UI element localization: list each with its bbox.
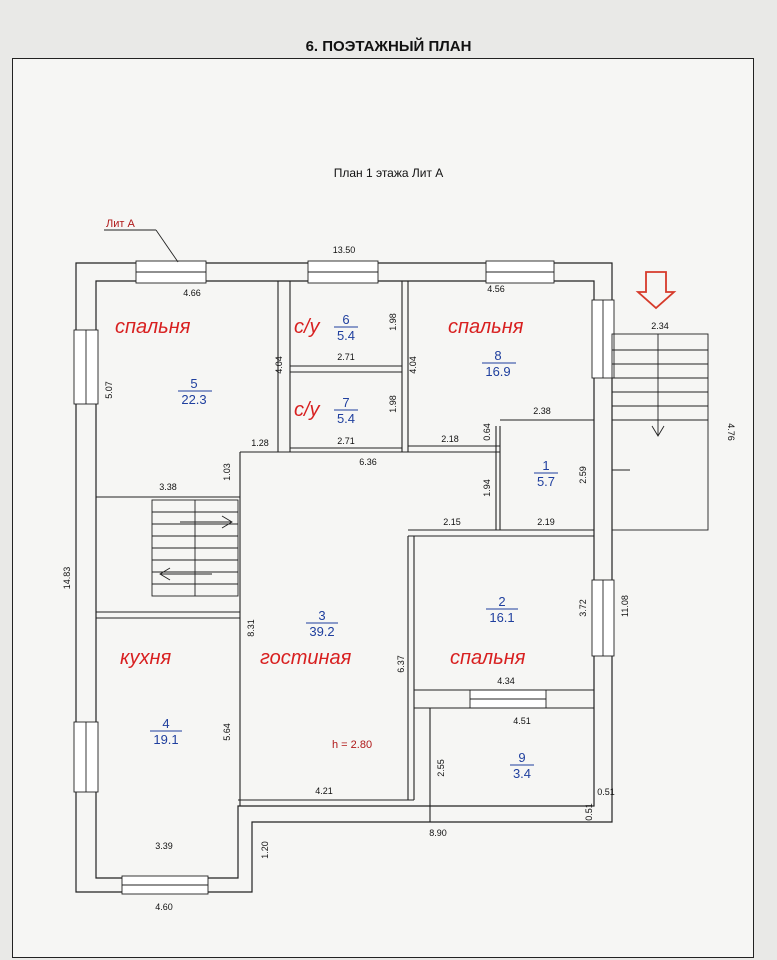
room-number-9: 9 bbox=[518, 750, 525, 765]
dim-label: 3.38 bbox=[159, 482, 177, 492]
dim-label: 4.34 bbox=[497, 676, 515, 686]
dim-label: 2.71 bbox=[337, 436, 355, 446]
dim-label: 1.94 bbox=[482, 479, 492, 497]
room-area-8: 16.9 bbox=[485, 364, 510, 379]
dim-label: 6.37 bbox=[396, 655, 406, 673]
room-name-6: с/у bbox=[294, 316, 321, 338]
dim-label: 3.72 bbox=[578, 599, 588, 617]
dim-label: 2.19 bbox=[537, 517, 555, 527]
dim-label: 8.31 bbox=[246, 619, 256, 637]
porch-stair bbox=[611, 333, 709, 531]
dim-label: 4.76 bbox=[726, 423, 736, 441]
room-area-1: 5.7 bbox=[537, 474, 555, 489]
entrance-arrow-icon bbox=[635, 271, 677, 310]
room-number-4: 4 bbox=[162, 716, 169, 731]
room-area-9: 3.4 bbox=[513, 766, 531, 781]
room-number-3: 3 bbox=[318, 608, 325, 623]
room-area-4: 19.1 bbox=[153, 732, 178, 747]
interior-walls bbox=[96, 281, 594, 822]
dim-label: 2.15 bbox=[443, 517, 461, 527]
dim-label: 4.51 bbox=[513, 716, 531, 726]
ceiling-height-label: h = 2.80 bbox=[332, 739, 372, 751]
dim-label: 0.51 bbox=[584, 803, 594, 821]
dim-label: 4.21 bbox=[315, 786, 333, 796]
dim-label: 1.20 bbox=[260, 841, 270, 859]
dim-label: 0.51 bbox=[597, 787, 615, 797]
room-number-5: 5 bbox=[190, 376, 197, 391]
dim-label: 1.98 bbox=[388, 395, 398, 413]
dim-label: 2.55 bbox=[436, 759, 446, 777]
dim-label: 4.66 bbox=[183, 288, 201, 298]
plan-sheet bbox=[12, 58, 754, 958]
dim-label: 2.38 bbox=[533, 406, 551, 416]
plan-title: План 1 этажа Лит А bbox=[333, 166, 444, 180]
dim-label: 8.90 bbox=[429, 828, 447, 838]
dim-label: 0.64 bbox=[482, 423, 492, 441]
dim-label: 1.98 bbox=[388, 313, 398, 331]
room-name-4: кухня bbox=[120, 647, 171, 669]
dim-label: 2.34 bbox=[651, 321, 669, 331]
interior-stair bbox=[151, 499, 239, 597]
room-area-2: 16.1 bbox=[489, 610, 514, 625]
room-number-7: 7 bbox=[342, 395, 349, 410]
dim-label: 4.56 bbox=[487, 284, 505, 294]
room-name-7: с/у bbox=[294, 399, 321, 421]
dim-label: 1.28 bbox=[251, 438, 269, 448]
windows bbox=[73, 260, 615, 895]
room-name-5: спальня bbox=[115, 316, 191, 338]
room-area-3: 39.2 bbox=[309, 624, 334, 639]
room-name-8: спальня bbox=[448, 316, 524, 338]
dim-label: 2.71 bbox=[337, 352, 355, 362]
room-area-6: 5.4 bbox=[337, 328, 355, 343]
dim-label: 5.07 bbox=[104, 381, 114, 399]
dimension-labels: 13.50 4.66 4.56 2.34 5.07 4.04 2.71 1.98… bbox=[62, 245, 736, 912]
room-number-2: 2 bbox=[498, 594, 505, 609]
dim-label: 13.50 bbox=[333, 245, 356, 255]
page-title: 6. ПОЭТАЖНЫЙ ПЛАН bbox=[305, 38, 472, 55]
dim-label: 2.59 bbox=[578, 466, 588, 484]
dim-label: 4.60 bbox=[155, 902, 173, 912]
dim-label: 5.64 bbox=[222, 723, 232, 741]
dim-label: 3.39 bbox=[155, 841, 173, 851]
room-area-7: 5.4 bbox=[337, 411, 355, 426]
lit-label: Лит А bbox=[106, 218, 135, 230]
dim-label: 6.36 bbox=[359, 457, 377, 467]
room-name-2: спальня bbox=[450, 647, 526, 669]
lit-label-leader bbox=[155, 229, 179, 263]
dim-label: 1.03 bbox=[222, 463, 232, 481]
dim-label: 2.18 bbox=[441, 434, 459, 444]
dim-label: 11.08 bbox=[620, 595, 630, 617]
room-name-3: гостиная bbox=[260, 647, 352, 669]
room-number-8: 8 bbox=[494, 348, 501, 363]
outer-walls bbox=[75, 262, 613, 893]
room-area-5: 22.3 bbox=[181, 392, 206, 407]
room-number-1: 1 bbox=[542, 458, 549, 473]
dim-label: 14.83 bbox=[62, 567, 72, 590]
dim-label: 4.04 bbox=[274, 356, 284, 374]
room-number-6: 6 bbox=[342, 312, 349, 327]
dim-label: 4.04 bbox=[408, 356, 418, 374]
